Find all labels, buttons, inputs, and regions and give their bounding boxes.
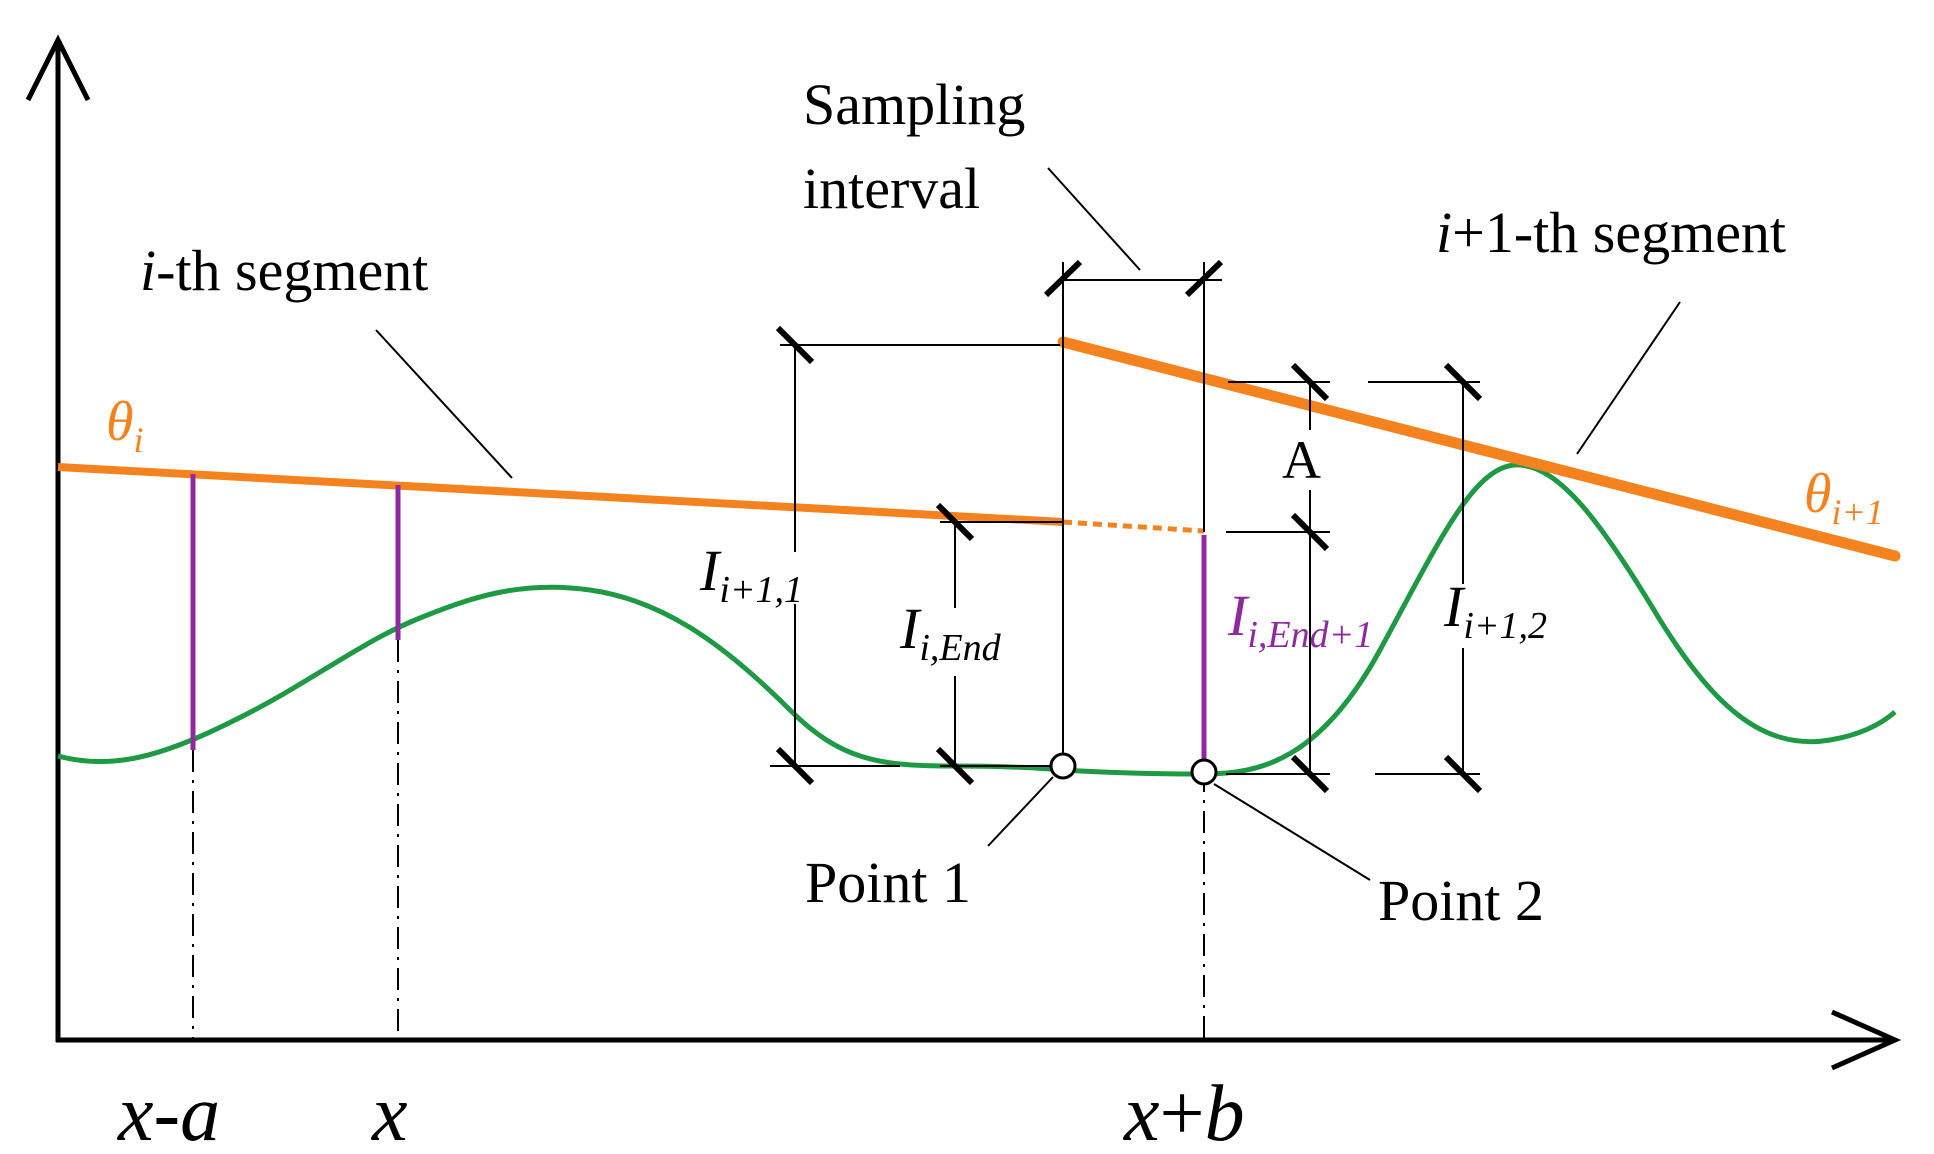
theta-i1-label: θi+1 [1804,463,1884,532]
leader-point1 [987,776,1054,847]
intensity-iend1-label: Ii,End+1 [1227,583,1373,656]
tick-i1-1-top [775,325,815,365]
tick-a-mid [1290,512,1330,552]
segment-i-line [57,463,1064,526]
dimension-ticks [775,259,1483,794]
point-2-marker [1190,758,1218,786]
intensity-i1-1-label: Ii+1,1 [699,538,803,611]
sampling-leader [1047,167,1141,271]
intensity-bars [190,474,1207,770]
axes [25,34,1902,1071]
x-axis-arrowhead [1830,1009,1902,1071]
sample-points [1049,752,1218,786]
tick-iend-bottom [935,746,975,786]
segment-i1-line [1057,336,1901,562]
point-1-marker [1049,752,1077,780]
text-labels: Sampling interval i-th segment i+1-th se… [106,72,1884,1154]
x-minus-a-label: x-a [117,1070,220,1154]
sampling-interval-label-line1: Sampling [803,72,1025,137]
leader-segment-i1 [1576,301,1681,455]
intensity-iend-label: Ii,End [899,596,1002,669]
leader-segment-i [375,329,513,479]
point-1-label: Point 1 [805,850,971,915]
tick-iend-top [935,502,975,542]
theta-i-label: θi [106,391,144,460]
segment-i-extension [1062,519,1205,534]
tick-a-bottom [1290,754,1330,794]
tick-i1-2-top [1443,362,1483,402]
tick-sampling-left [1043,259,1083,298]
y-axis-arrowhead [25,34,91,102]
x-plus-b-label: x+b [1123,1070,1245,1154]
tick-a-top [1290,362,1330,402]
intensity-i1-2-label: Ii+1,2 [1443,574,1547,647]
segment-i1-label: i+1-th segment [1436,200,1786,265]
x-label: x [371,1070,408,1154]
leader-point2 [1213,783,1371,881]
segment-i-label: i-th segment [140,238,428,303]
tick-sampling-right [1184,259,1224,298]
segments [57,336,1901,562]
sampling-interval-label-line2: interval [803,156,980,221]
point-2-label: Point 2 [1378,868,1544,933]
tick-i1-1-bottom [775,746,815,786]
signal-curve [57,462,1897,777]
tick-i1-2-bottom [1443,754,1483,794]
guide-lines [192,640,1205,1040]
amplitude-a-label: A [1282,430,1321,490]
